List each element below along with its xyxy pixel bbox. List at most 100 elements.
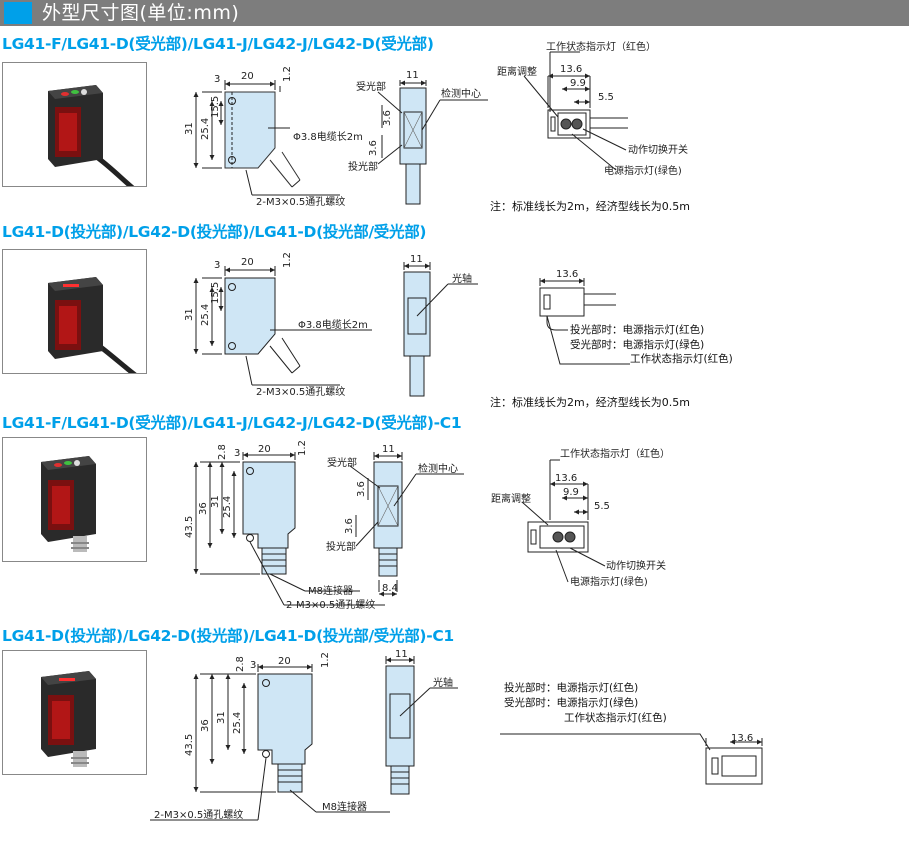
top-view-3: [521, 459, 606, 583]
top-note-2c: 工作状态指示灯(红色): [630, 352, 733, 365]
dim-m3-4: 3: [250, 660, 256, 671]
top-view-2: [539, 278, 630, 365]
header-accent: [4, 2, 32, 24]
top-view-4: [500, 733, 763, 785]
dim-h36-3: 36: [198, 502, 209, 515]
dim-55-1: 5.5: [598, 92, 614, 103]
front-view-3: [193, 452, 385, 606]
screw-label-4: 2-M3×0.5通孔螺纹: [154, 808, 243, 821]
header-bar: [0, 0, 909, 26]
dim-m3-2: 3: [214, 260, 220, 271]
dim-36b-3: 3.6: [344, 518, 355, 534]
dim-width-4: 20: [278, 656, 291, 667]
cable-note-1: 注：标准线长为2m，经济型线长为0.5m: [490, 200, 690, 213]
side-width-3: 11: [382, 444, 395, 455]
dim-36a-3: 3.6: [356, 481, 367, 497]
side-view-3: [349, 452, 464, 597]
dim-h25-3: 25.4: [222, 496, 233, 518]
distance-adjust-label-1: 距离调整: [497, 65, 537, 78]
axis-label-2: 光轴: [452, 272, 472, 285]
side-width-2: 11: [410, 254, 423, 265]
dim-136-2: 13.6: [556, 269, 578, 280]
power-indicator-label-3: 电源指示灯(绿色): [570, 575, 648, 588]
dim-h25-2: 25.4: [200, 304, 211, 326]
emit-label-3: 投光部: [326, 540, 356, 553]
work-indicator-label-3: 工作状态指示灯（红色）: [560, 447, 670, 460]
front-view-1: [193, 80, 340, 196]
product-photo-4: [2, 650, 147, 775]
power-indicator-label-1: 电源指示灯(绿色): [604, 164, 682, 177]
dim-h435-4: 43.5: [184, 734, 195, 756]
top-note-2a: 投光部时：电源指示灯(红色): [570, 323, 704, 336]
top-note-4c: 工作状态指示灯(红色): [564, 711, 667, 724]
screw-label-3: 2-M3×0.5通孔螺纹: [286, 598, 375, 611]
dim-h15-1: 15.5: [210, 96, 221, 118]
dim-h31-2: 31: [184, 308, 195, 321]
dim-136-1: 13.6: [560, 64, 582, 75]
dim-top-2: 1.2: [282, 252, 293, 268]
cable-note-2: 注：标准线长为2m，经济型线长为0.5m: [490, 396, 690, 409]
page-title: 外型尺寸图(单位:mm): [42, 2, 240, 24]
top-note-4b: 受光部时：电源指示灯(绿色): [504, 696, 638, 709]
front-view-2: [193, 266, 372, 386]
product-photo-2: [2, 249, 147, 374]
dim-55-3: 5.5: [594, 501, 610, 512]
product-photo-1: [2, 62, 147, 187]
connector-label-3: M8连接器: [308, 584, 353, 597]
front-view-4: [150, 664, 390, 821]
dim-84-3: 8.4: [382, 583, 398, 594]
side-width-4: 11: [395, 649, 408, 660]
dim-h435-3: 43.5: [184, 516, 195, 538]
section-title-4: LG41-D(投光部)/LG42-D(投光部)/LG41-D(投光部/受光部)-…: [2, 627, 454, 645]
side-view-2: [403, 262, 478, 397]
top-view-1: [523, 51, 628, 171]
side-width-1: 11: [406, 70, 419, 81]
center-label-1: 检测中心: [441, 87, 481, 100]
emit-label-1: 投光部: [348, 160, 378, 173]
section-title-2: LG41-D(投光部)/LG42-D(投光部)/LG41-D(投光部/受光部): [2, 223, 427, 241]
dim-h25-4: 25.4: [232, 712, 243, 734]
recv-label-1: 受光部: [356, 80, 386, 93]
center-label-3: 检测中心: [418, 462, 458, 475]
dim-28-3: 2.8: [217, 444, 228, 460]
side-view-1: [377, 80, 488, 205]
section-title-3: LG41-F/LG41-D(受光部)/LG41-J/LG42-J/LG42-D(…: [2, 414, 462, 432]
dim-width-3: 20: [258, 444, 271, 455]
dim-h31-3: 31: [210, 495, 221, 508]
screw-label-1: 2-M3×0.5通孔螺纹: [256, 195, 345, 208]
product-photo-3: [2, 437, 147, 562]
dim-99-3: 9.9: [563, 487, 579, 498]
recv-label-3: 受光部: [327, 456, 357, 469]
switch-label-3: 动作切换开关: [606, 559, 666, 572]
dim-m3-3: 3: [234, 448, 240, 459]
distance-adjust-label-3: 距离调整: [491, 492, 531, 505]
dim-width-2: 20: [241, 257, 254, 268]
dim-28-4: 2.8: [235, 656, 246, 672]
cable-label-2: Φ3.8电缆长2m: [298, 318, 368, 331]
top-note-4a: 投光部时：电源指示灯(红色): [504, 681, 638, 694]
dim-top-4: 1.2: [320, 652, 331, 668]
dim-width-1: 20: [241, 71, 254, 82]
connector-label-4: M8连接器: [322, 800, 367, 813]
dim-99-1: 9.9: [570, 78, 586, 89]
dim-36a-1: 3.6: [382, 110, 393, 126]
dim-h36-4: 36: [200, 719, 211, 732]
dim-m3-1: 3: [214, 74, 220, 85]
axis-label-4: 光轴: [433, 676, 453, 689]
cable-label-1: Φ3.8电缆长2m: [293, 130, 363, 143]
screw-label-2: 2-M3×0.5通孔螺纹: [256, 385, 345, 398]
dim-h31-4: 31: [216, 711, 227, 724]
dim-top-3: 1.2: [297, 440, 308, 456]
dim-136-4: 13.6: [731, 733, 753, 744]
side-view-4: [385, 656, 458, 795]
dim-h25-1: 25.4: [200, 118, 211, 140]
work-indicator-label-1: 工作状态指示灯（红色）: [546, 40, 656, 53]
section-title-1: LG41-F/LG41-D(受光部)/LG41-J/LG42-J/LG42-D(…: [2, 35, 434, 53]
top-note-2b: 受光部时：电源指示灯(绿色): [570, 338, 704, 351]
dim-h31-1: 31: [184, 122, 195, 135]
dim-h15-2: 15.5: [210, 282, 221, 304]
dim-136-3: 13.6: [555, 473, 577, 484]
dim-top-1: 1.2: [282, 66, 293, 82]
switch-label-1: 动作切换开关: [628, 143, 688, 156]
